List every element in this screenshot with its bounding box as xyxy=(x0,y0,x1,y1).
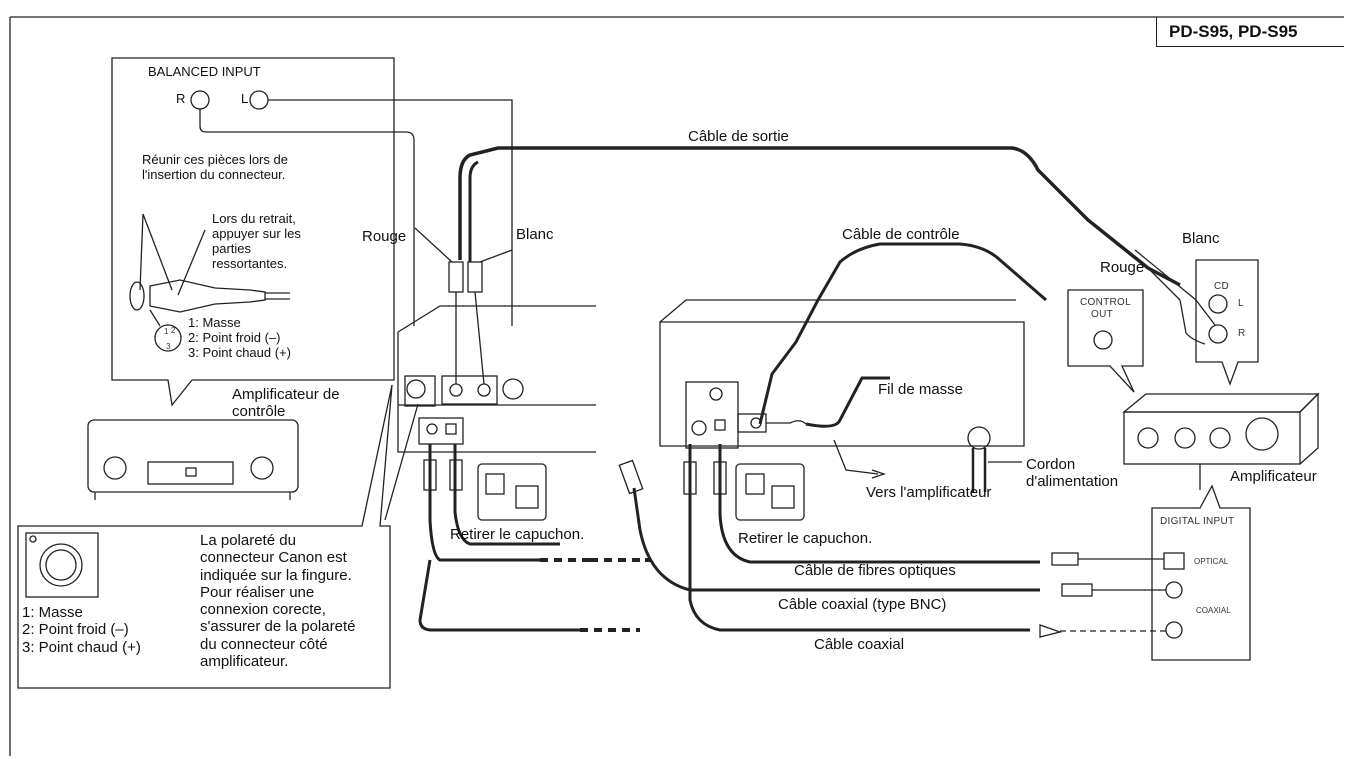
optical-cable-left xyxy=(428,444,540,562)
label-white-left: Blanc xyxy=(516,226,554,243)
xlr-socket-r xyxy=(190,90,210,110)
label-remove-cap-2: Retirer le capuchon. xyxy=(738,530,873,547)
label-power-cord: Cordon d'alimentation xyxy=(1026,456,1119,491)
xlr-plug-body xyxy=(149,279,266,313)
middle-unit-body xyxy=(659,321,1025,447)
amplifier-body xyxy=(1123,411,1301,465)
xlr-plug-cable xyxy=(265,292,290,300)
canon-connector-circle xyxy=(39,543,83,587)
optical-cable-right xyxy=(718,444,1040,564)
label-to-amplifier: Vers l'amplificateur xyxy=(866,484,992,501)
cap-removal-box-1 xyxy=(477,463,547,521)
player-top-edge xyxy=(397,305,596,333)
control-amplifier-body xyxy=(87,419,299,493)
polarity-note: La polareté du connecteur Canon est indi… xyxy=(200,532,356,670)
label-control-cable: Câble de contrôle xyxy=(842,226,960,243)
pointer-line-1 xyxy=(139,213,144,291)
optical-port xyxy=(1163,552,1185,570)
cd-input-callout xyxy=(1195,259,1259,386)
label-control-amplifier: Amplificateur de contrôle xyxy=(232,386,340,421)
coaxial-port-2 xyxy=(1165,621,1183,639)
xlr-plug-end xyxy=(129,281,145,311)
control-amp-knob-left xyxy=(103,456,127,480)
control-out-callout xyxy=(1067,289,1144,393)
cd-jack-l xyxy=(1208,294,1228,314)
wire-r-to-amp xyxy=(199,109,415,326)
label-remove-cap-1: Retirer le capuchon. xyxy=(450,526,585,543)
cd-r: R xyxy=(1238,328,1246,339)
canon-connector-box xyxy=(25,532,99,598)
digital-input-panel xyxy=(1151,484,1251,661)
pin-legend-bottom: 1: Masse 2: Point froid (–) 3: Point cha… xyxy=(22,604,141,656)
control-out-line2: OUT xyxy=(1091,309,1114,320)
player-rca-panel xyxy=(441,375,498,405)
socket-label-r: R xyxy=(176,91,186,106)
label-coax-cable: Câble coaxial xyxy=(814,636,905,653)
socket-label-l: L xyxy=(241,91,249,106)
digital-coaxial-label: COAXIAL xyxy=(1196,606,1231,615)
cap-removal-box-2 xyxy=(735,463,805,521)
label-white-right: Blanc xyxy=(1182,230,1220,247)
pin-legend-top: 1: Masse 2: Point froid (–) 3: Point cha… xyxy=(188,315,291,360)
cd-title: CD xyxy=(1214,281,1230,292)
balanced-input-callout xyxy=(111,57,395,407)
plug-red xyxy=(448,261,464,293)
player-front xyxy=(397,332,596,453)
model-number: PD-S95, PD-S95 xyxy=(1156,17,1344,47)
removal-note: Lors du retrait, appuyer sur les parties… xyxy=(212,211,301,271)
control-amp-button xyxy=(185,467,197,477)
pin-diagram-circle xyxy=(154,324,182,352)
label-red-left: Rouge xyxy=(362,228,407,245)
pointer-line-2 xyxy=(142,213,173,291)
to-amp-arrow xyxy=(833,439,887,479)
balanced-input-title: BALANCED INPUT xyxy=(148,64,261,79)
pin-number-2: 2 xyxy=(171,326,176,335)
pointer-line-3 xyxy=(177,229,206,296)
player-xlr-out xyxy=(502,378,524,400)
middle-unit-panel xyxy=(685,381,739,449)
control-out-line1: CONTROL xyxy=(1080,297,1131,308)
power-cord-plug xyxy=(967,426,991,450)
pin-number-1: 1 xyxy=(164,327,169,336)
coaxial-port-1 xyxy=(1165,581,1183,599)
control-cable xyxy=(758,242,1047,425)
coax-cable-left xyxy=(418,559,580,632)
cd-l: L xyxy=(1238,298,1244,309)
pin-number-3: 3 xyxy=(166,342,171,351)
plug-white xyxy=(467,261,483,293)
power-cord xyxy=(971,448,987,492)
coax-bnc-cable xyxy=(632,487,1040,592)
digital-input-title: DIGITAL INPUT xyxy=(1160,516,1235,527)
control-out-jack xyxy=(1093,330,1113,350)
label-red-right: Rouge xyxy=(1100,259,1145,276)
join-parts-note: Réunir ces pièces lors de l'insertion du… xyxy=(142,152,288,182)
digital-optical-label: OPTICAL xyxy=(1194,557,1229,566)
label-amplifier: Amplificateur xyxy=(1230,468,1317,485)
label-coax-bnc-cable: Câble coaxial (type BNC) xyxy=(778,596,947,613)
output-cable xyxy=(458,146,1181,287)
amplifier-top xyxy=(1122,393,1320,413)
label-output-cable: Câble de sortie xyxy=(688,128,789,145)
control-amp-display xyxy=(147,461,234,485)
ground-wire xyxy=(805,376,890,428)
xlr-socket-l xyxy=(249,90,269,110)
label-ground-wire: Fil de masse xyxy=(878,381,964,398)
label-optical-cable: Câble de fibres optiques xyxy=(794,562,956,579)
polarity-callout xyxy=(17,384,393,689)
control-amp-knob-right xyxy=(250,456,274,480)
cd-jack-r xyxy=(1208,324,1228,344)
pin-pointer xyxy=(149,309,161,327)
coax-cable-right xyxy=(688,444,1030,632)
